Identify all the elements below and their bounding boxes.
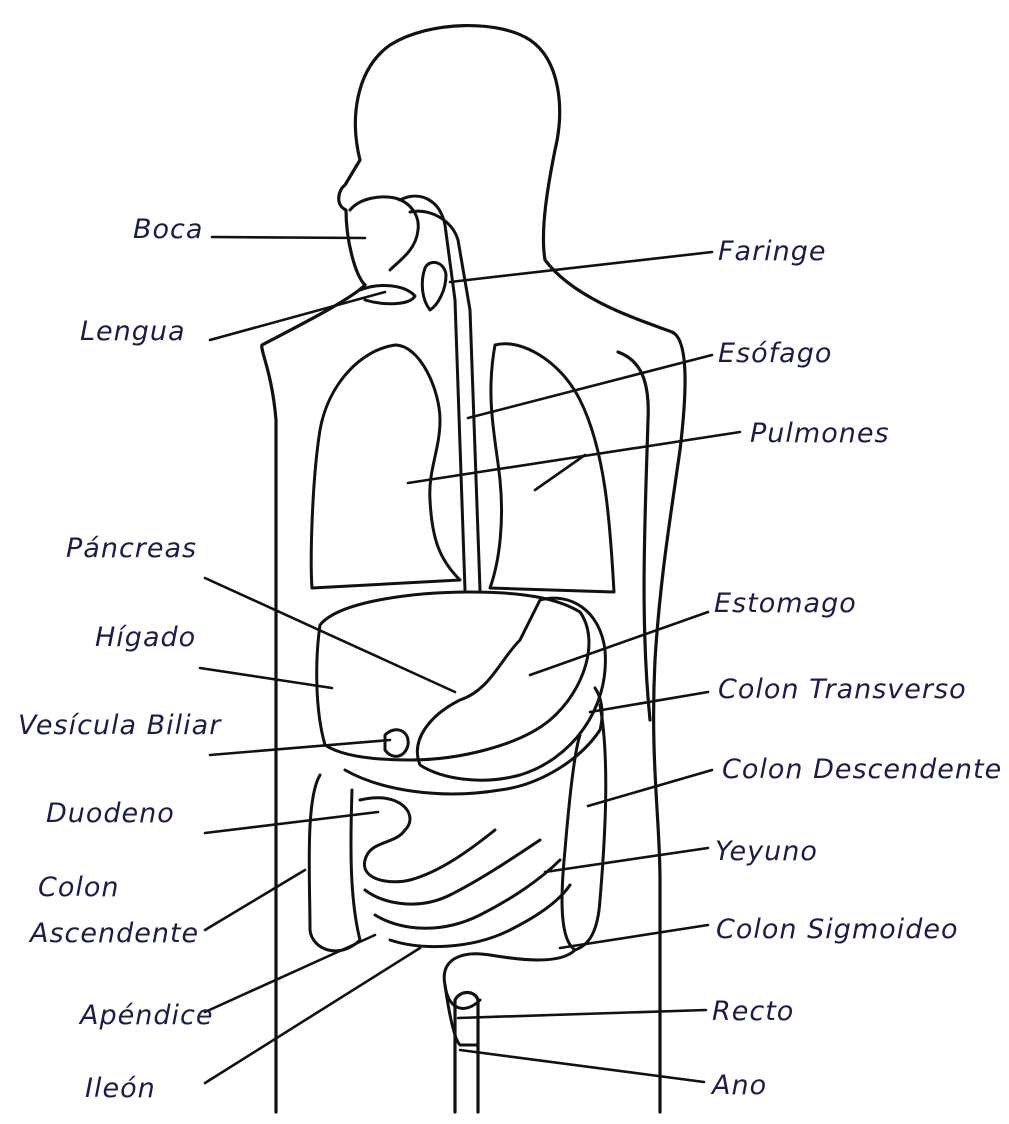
label-higado: Hígado (95, 624, 196, 651)
label-pulmones: Pulmones (750, 420, 890, 447)
leader-boca (212, 237, 365, 238)
leader-colon-sigmoideo (560, 925, 708, 948)
label-estomago: Estomago (714, 590, 857, 617)
small-intestine-loop-1 (360, 798, 495, 882)
label-duodeno: Duodeno (46, 800, 175, 827)
label-colon-ascendente-1: Colon (38, 874, 120, 901)
leader-higado (200, 668, 332, 688)
leader-ano (460, 1050, 704, 1082)
label-ileon: Ileón (85, 1075, 156, 1102)
label-colon-ascendente-2: Ascendente (30, 920, 199, 947)
sigmoid-colon (444, 950, 575, 1008)
leader-pulmones-left (408, 432, 740, 483)
leader-colon-ascendente (205, 870, 305, 930)
gallbladder (385, 730, 408, 757)
label-ano: Ano (712, 1072, 767, 1099)
label-colon-sigmoideo: Colon Sigmoideo (716, 916, 958, 943)
leader-yeyuno (545, 848, 708, 872)
label-colon-transverso: Colon Transverso (718, 676, 967, 703)
liver (317, 592, 589, 760)
epiglottis (422, 262, 446, 310)
label-yeyuno: Yeyuno (715, 838, 818, 865)
left-lung (311, 345, 460, 588)
leader-faringe (450, 252, 712, 282)
leader-recto (458, 1010, 706, 1018)
tongue-shape (360, 285, 415, 303)
label-recto: Recto (712, 998, 794, 1025)
leader-apendice (205, 935, 375, 1012)
label-esofago: Esófago (718, 340, 832, 367)
ascending-colon (309, 775, 360, 951)
leader-ileon (205, 948, 420, 1083)
right-arm-line (618, 352, 650, 720)
leader-estomago (530, 612, 708, 675)
label-apendice: Apéndice (80, 1002, 213, 1029)
label-faringe: Faringe (718, 238, 827, 265)
leader-esofago (468, 355, 712, 418)
label-colon-descendente: Colon Descendente (722, 756, 1002, 783)
leader-lengua (210, 292, 385, 340)
label-vesicula-biliar: Vesícula Biliar (18, 712, 221, 739)
label-lengua: Lengua (80, 318, 186, 345)
label-boca: Boca (133, 216, 203, 243)
label-pancreas: Páncreas (66, 535, 197, 562)
mouth-cavity (350, 197, 418, 270)
leader-vesicula (210, 740, 390, 755)
descending-colon (562, 705, 606, 950)
